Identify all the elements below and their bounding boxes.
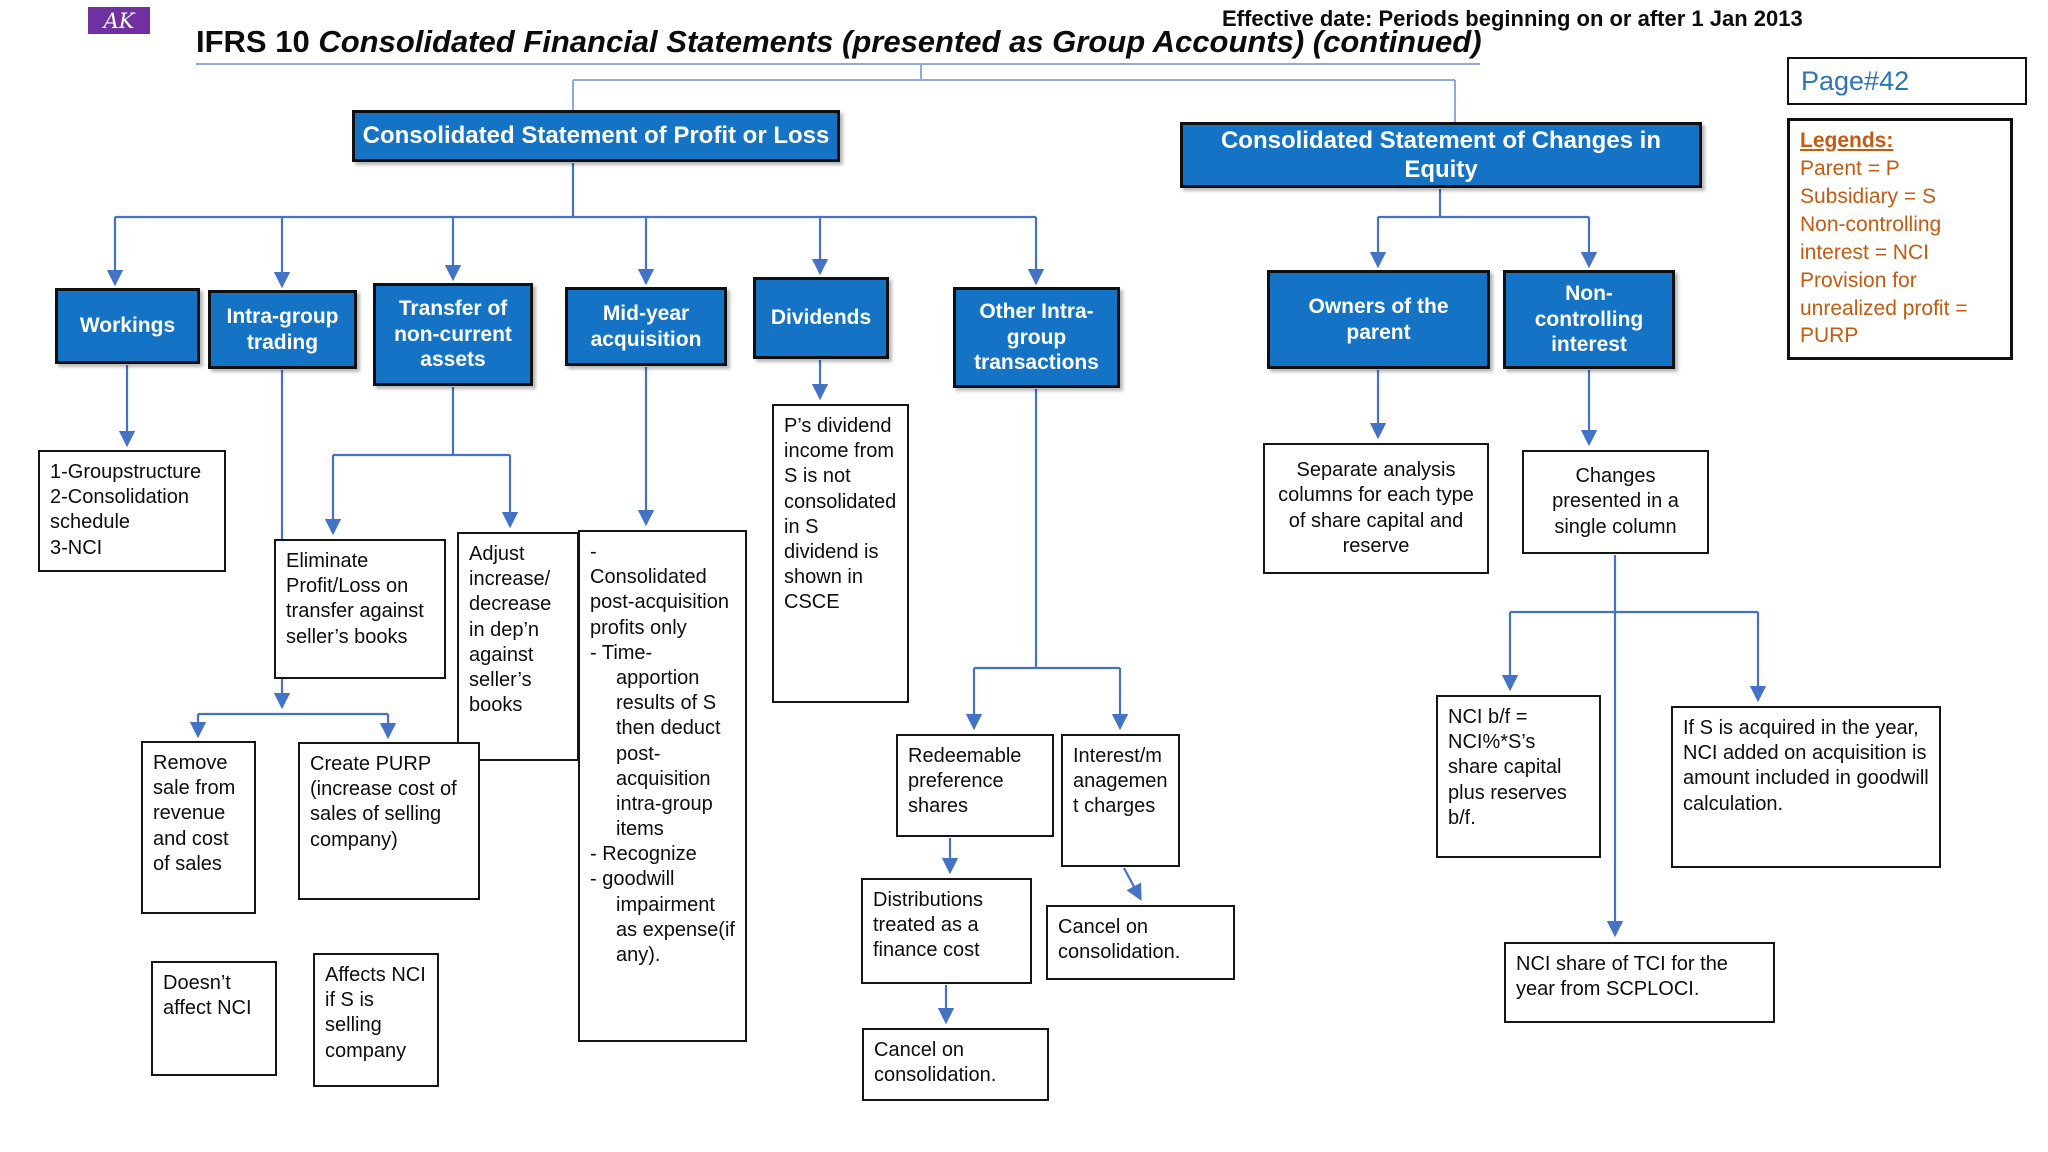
note-separate-analysis-columns: Separate analysis columns for each type … [1263,443,1489,574]
note-cancel-on-consolidation: Cancel on consolidation. [1046,905,1235,980]
note-remove-sale: Remove sale from revenue and cost of sal… [141,741,256,914]
effective-date-note: Effective date: Periods beginning on or … [1222,6,1803,31]
node-consolidated-profit-or-loss: Consolidated Statement of Profit or Loss [352,110,840,162]
note-interest-management-charges: Interest/management charges [1061,734,1180,867]
note-nci-brought-forward: NCI b/f = NCI%*S’s share capital plus re… [1436,695,1601,858]
mid-year-line: - [590,541,597,563]
title-standard-number: IFRS 10 [196,24,310,59]
note-changes-single-column: Changes presented in a single column [1522,450,1709,554]
detail-connectors [118,360,1767,1025]
note-workings-list: 1-Groupstructure 2-Consolidation schedul… [38,450,226,572]
legend-item: Parent = P [1800,156,1900,180]
legend-item: Non-controlling interest = NCI [1800,212,1942,264]
mid-year-line: - goodwill impairment as expense(if any)… [590,868,735,966]
brand-logo: AK [88,7,150,34]
legend-item: Subsidiary = S [1800,184,1936,208]
node-workings: Workings [55,288,200,364]
profit-loss-tree [106,163,1045,289]
node-dividends: Dividends [753,277,889,359]
note-adjust-depreciation: Adjust increase/ decrease in dep’n again… [457,532,579,761]
note-affects-nci: Affects NCI if S is selling company [313,953,439,1087]
mid-year-line: - Time-apportion results of S then deduc… [590,641,721,841]
note-nci-added-on-acquisition: If S is acquired in the year, NCI added … [1671,706,1941,868]
note-redeemable-preference-shares: Redeemable preference shares [896,734,1054,837]
node-mid-year-acquisition: Mid-year acquisition [565,287,727,366]
page-number-badge: Page#42 [1787,57,2027,105]
note-distributions-finance-cost: Distributions treated as a finance cost [861,878,1032,984]
title-tree [196,63,1480,123]
node-non-controlling-interest: Non-controlling interest [1503,270,1675,369]
note-dividend-income: P’s dividend income from S is not consol… [772,404,909,703]
legends-panel: Legends: Parent = P Subsidiary = S Non-c… [1787,118,2013,360]
note-eliminate-profit-loss: Eliminate Profit/Loss on transfer agains… [274,539,446,679]
title-standard-name: Consolidated Financial Statements (prese… [318,24,1482,59]
node-transfer-non-current-assets: Transfer of non-current assets [373,283,533,386]
note-mid-year-rules: - Consolidated post-acquisition profits … [578,530,747,1042]
note-nci-share-of-tci: NCI share of TCI for the year from SCPLO… [1504,942,1775,1023]
note-cancel-on-consolidation: Cancel on consolidation. [862,1028,1049,1101]
node-owners-of-parent: Owners of the parent [1267,270,1490,369]
page-title: IFRS 10 Consolidated Financial Statement… [196,24,1482,60]
node-intra-group-trading: Intra-group trading [208,290,357,369]
mid-year-line: - Recognize [590,843,697,866]
note-create-purp: Create PURP (increase cost of sales of s… [298,742,480,900]
changes-equity-tree [1369,189,1598,269]
legends-heading: Legends: [1800,129,1894,152]
node-other-intra-group-transactions: Other Intra-group transactions [953,287,1120,388]
mid-year-line: Consolidated post-acquisition profits on… [590,566,729,639]
note-doesnt-affect-nci: Doesn’t affect NCI [151,961,277,1076]
legend-item: Provision for unrealized profit = PURP [1800,268,1968,348]
node-consolidated-changes-in-equity: Consolidated Statement of Changes in Equ… [1180,122,1702,188]
